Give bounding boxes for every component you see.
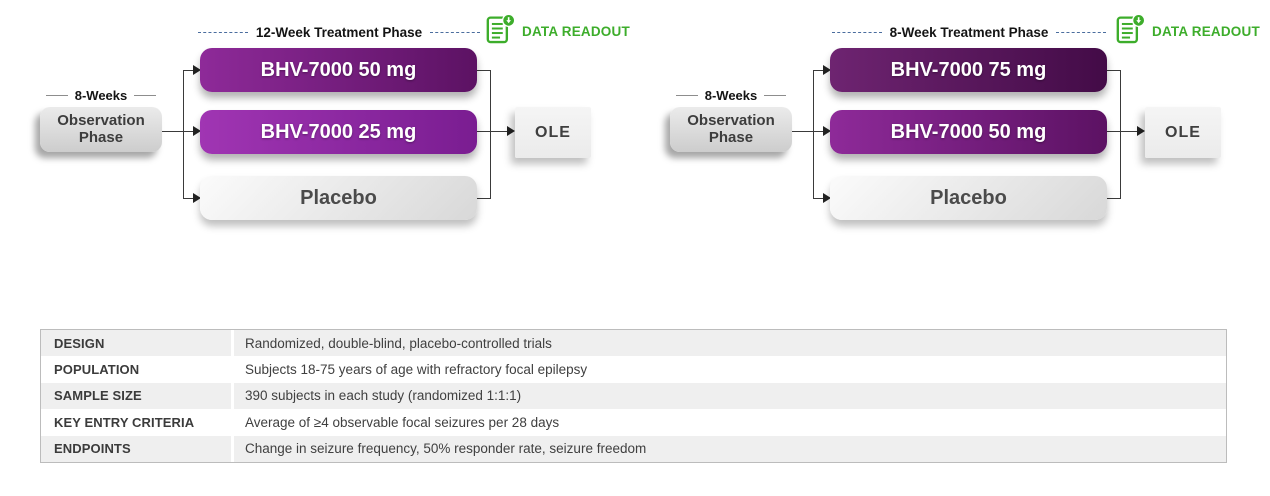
arrowhead-icon: [193, 193, 201, 203]
treatment-phase-header: 8-Week Treatment Phase: [821, 24, 1117, 40]
data-readout-label: DATA READOUT: [522, 23, 630, 39]
dashed-rule-left: [831, 31, 882, 33]
treatment-arm-box: BHV-7000 50 mg: [830, 110, 1107, 154]
dashed-rule-right: [430, 31, 481, 33]
dashed-rule-right: [1056, 31, 1107, 33]
treatment-arm-box: BHV-7000 75 mg: [830, 48, 1107, 92]
arrowhead-icon: [1137, 126, 1145, 136]
rule-right: [134, 94, 157, 96]
data-readout-icon: [1116, 13, 1146, 49]
study-diagram-2: 8-Week Treatment Phase DATA READOUT: [630, 0, 1270, 300]
observation-weeks-header: 8-Weeks: [666, 87, 796, 103]
row-value: Randomized, double-blind, placebo-contro…: [245, 335, 552, 351]
data-readout-icon: [486, 13, 516, 49]
treatment-phase-label: 12-Week Treatment Phase: [255, 24, 423, 40]
study-diagram-1: 12-Week Treatment Phase DATA READOUT: [0, 0, 640, 300]
connector-line: [184, 198, 194, 199]
treatment-phase-label: 8-Week Treatment Phase: [889, 24, 1049, 40]
ole-box: OLE: [1145, 107, 1221, 158]
observation-weeks-header: 8-Weeks: [36, 87, 166, 103]
data-readout: DATA READOUT: [1116, 13, 1260, 49]
table-row: SAMPLE SIZE 390 subjects in each study (…: [41, 382, 1226, 410]
connector-line: [1107, 198, 1120, 199]
connector-line: [477, 198, 490, 199]
connector-line: [490, 131, 508, 132]
connector-line: [814, 198, 824, 199]
row-value: Average of ≥4 observable focal seizures …: [245, 414, 560, 430]
row-value: 390 subjects in each study (randomized 1…: [245, 388, 522, 404]
data-readout: DATA READOUT: [486, 13, 630, 49]
rule-left: [45, 94, 68, 96]
connector-line: [1107, 70, 1120, 71]
dashed-rule-left: [197, 31, 248, 33]
treatment-arm-box: BHV-7000 50 mg: [200, 48, 477, 92]
row-label: KEY ENTRY CRITERIA: [41, 409, 234, 436]
row-label: ENDPOINTS: [41, 435, 234, 462]
observation-phase-box: Observation Phase: [670, 107, 792, 152]
treatment-phase-header: 12-Week Treatment Phase: [191, 24, 487, 40]
data-readout-label: DATA READOUT: [1152, 23, 1260, 39]
table-row: KEY ENTRY CRITERIA Average of ≥4 observa…: [41, 409, 1226, 436]
rule-right: [764, 94, 787, 96]
row-label: POPULATION: [41, 356, 234, 383]
arrowhead-icon: [193, 126, 201, 136]
observation-phase-box: Observation Phase: [40, 107, 162, 152]
arrowhead-icon: [823, 193, 831, 203]
arrowhead-icon: [823, 65, 831, 75]
table-row: ENDPOINTS Change in seizure frequency, 5…: [41, 435, 1226, 462]
arrowhead-icon: [193, 65, 201, 75]
treatment-arm-box: BHV-7000 25 mg: [200, 110, 477, 154]
placebo-arm-box: Placebo: [200, 176, 477, 220]
connector-line: [183, 70, 184, 199]
connector-line: [184, 70, 194, 71]
connector-line: [1120, 70, 1121, 199]
connector-line: [477, 131, 490, 132]
row-value: Subjects 18-75 years of age with refract…: [245, 362, 588, 378]
connector-line: [162, 131, 194, 132]
connector-line: [814, 70, 824, 71]
connector-line: [477, 70, 490, 71]
table-row: POPULATION Subjects 18-75 years of age w…: [41, 356, 1226, 383]
connector-line: [813, 70, 814, 199]
observation-weeks-label: 8-Weeks: [704, 87, 758, 103]
observation-weeks-label: 8-Weeks: [74, 87, 128, 103]
row-value: Change in seizure frequency, 50% respond…: [245, 441, 647, 457]
connector-line: [792, 131, 824, 132]
connector-line: [490, 70, 491, 199]
connector-line: [1107, 131, 1120, 132]
study-spec-table: DESIGN Randomized, double-blind, placebo…: [40, 329, 1227, 463]
connector-line: [1120, 131, 1138, 132]
ole-box: OLE: [515, 107, 591, 158]
row-label: SAMPLE SIZE: [41, 382, 234, 410]
row-label: DESIGN: [41, 330, 234, 357]
rule-left: [675, 94, 698, 96]
placebo-arm-box: Placebo: [830, 176, 1107, 220]
arrowhead-icon: [507, 126, 515, 136]
arrowhead-icon: [823, 126, 831, 136]
table-row: DESIGN Randomized, double-blind, placebo…: [41, 330, 1226, 357]
